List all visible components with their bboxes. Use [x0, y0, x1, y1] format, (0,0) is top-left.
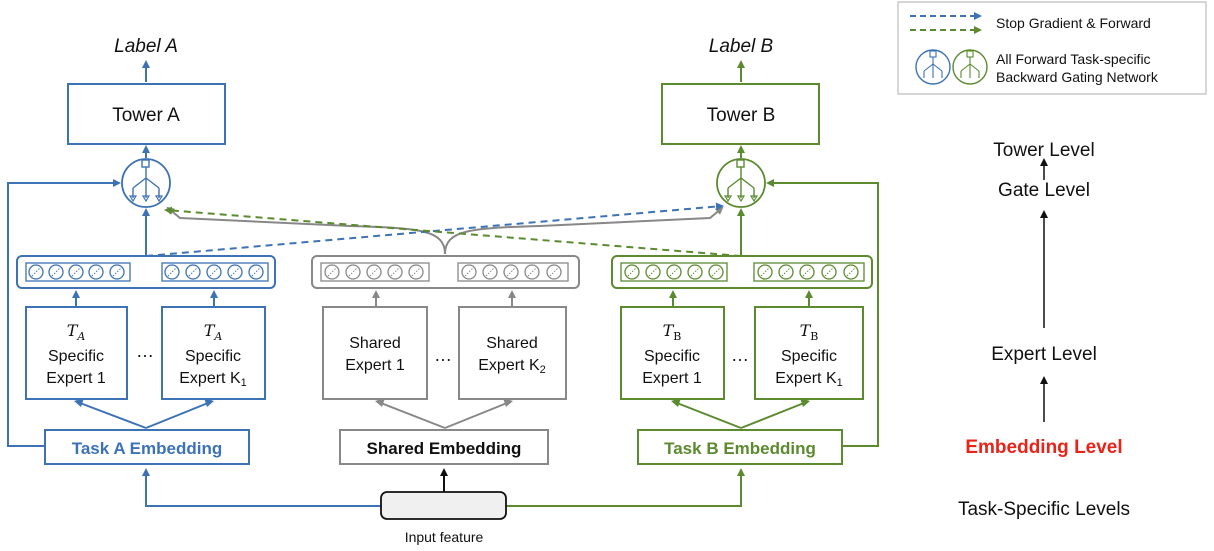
expert-output-bar-a [16, 255, 276, 289]
expert-b1-box [620, 306, 725, 400]
shared-embedding-box [339, 429, 549, 465]
level-gate: Gate Level [998, 180, 1090, 201]
level-task-specific: Task-Specific Levels [958, 499, 1130, 520]
expert-sk-box [458, 306, 567, 400]
tower-a-box [67, 83, 226, 145]
expert-ak-box [161, 306, 266, 400]
expert-s1-line2: Expert 1 [345, 357, 405, 374]
expert-bk-box [754, 306, 864, 400]
expert-b1-symbol: TB [663, 321, 682, 343]
ellipsis-shared: … [434, 345, 452, 365]
legend-gate-a-icon [915, 49, 951, 85]
legend-gating-line1: All Forward Task-specific [996, 51, 1151, 67]
ellipsis-a: … [136, 341, 154, 361]
task-b-embedding-label: Task B Embedding [664, 439, 816, 458]
legend-gating-line2: Backward Gating Network [996, 69, 1159, 85]
expert-ak-symbol: TA [204, 321, 223, 343]
gate-b-icon [716, 158, 766, 208]
expert-a1-box [25, 306, 128, 400]
expert-a1-line1: Specific [48, 348, 104, 365]
arrow-input-to-embed-a [142, 468, 381, 507]
expert-a1-line2: Expert 1 [46, 370, 106, 387]
ellipsis-b: … [731, 345, 749, 365]
input-feature-label: Input feature [405, 529, 484, 545]
shared-embedding-label: Shared Embedding [367, 439, 522, 458]
arrows-embed-b-to-experts [676, 402, 805, 429]
task-b-embedding-box [637, 429, 843, 465]
task-a-embedding-box [44, 429, 250, 465]
tower-b-box [661, 83, 820, 145]
input-feature-box [380, 491, 507, 520]
label-b: Label B [709, 36, 774, 57]
level-embedding: Embedding Level [965, 437, 1122, 458]
arrows-embed-shared-to-experts [380, 402, 508, 429]
dashed-a-to-gate-b [145, 202, 724, 257]
arrow-embed-b-to-gate [766, 179, 879, 447]
level-expert: Expert Level [991, 344, 1097, 365]
legend-gate-b-icon [952, 49, 988, 85]
expert-b1-line2: Expert 1 [642, 370, 702, 387]
legend-stop-gradient-label: Stop Gradient & Forward [996, 15, 1151, 31]
shared-to-gate-a-curve [166, 206, 446, 255]
expert-ak-line2: Expert K1 [179, 370, 246, 389]
expert-sk-line1: Shared [486, 335, 538, 352]
tower-a-label: Tower A [112, 105, 180, 126]
expert-bk-line2: Expert K1 [775, 370, 842, 389]
expert-a1-symbol: TA [67, 321, 86, 343]
expert-s1-box [322, 306, 428, 400]
arrow-input-to-embed-b [506, 468, 745, 507]
expert-bk-line1: Specific [781, 348, 837, 365]
tower-b-label: Tower B [707, 105, 776, 126]
gate-a-icon [121, 158, 171, 208]
dashed-b-to-gate-a [164, 206, 742, 257]
arrows-embed-a-to-experts [79, 402, 209, 429]
shared-to-gate-b-curve [444, 206, 724, 255]
expert-ak-line1: Specific [185, 348, 241, 365]
expert-bk-symbol: TB [800, 321, 819, 343]
task-a-embedding-label: Task A Embedding [72, 439, 223, 458]
label-a: Label A [114, 36, 178, 57]
expert-output-bar-shared [311, 255, 580, 289]
legend: Stop Gradient & Forward All Forward Task… [897, 1, 1207, 95]
arrow-embed-a-to-gate [7, 179, 121, 447]
expert-s1-line1: Shared [349, 335, 401, 352]
expert-output-bar-b [611, 255, 873, 289]
expert-sk-line2: Expert K2 [478, 357, 545, 376]
expert-b1-line1: Specific [644, 348, 700, 365]
level-tower: Tower Level [993, 140, 1094, 161]
